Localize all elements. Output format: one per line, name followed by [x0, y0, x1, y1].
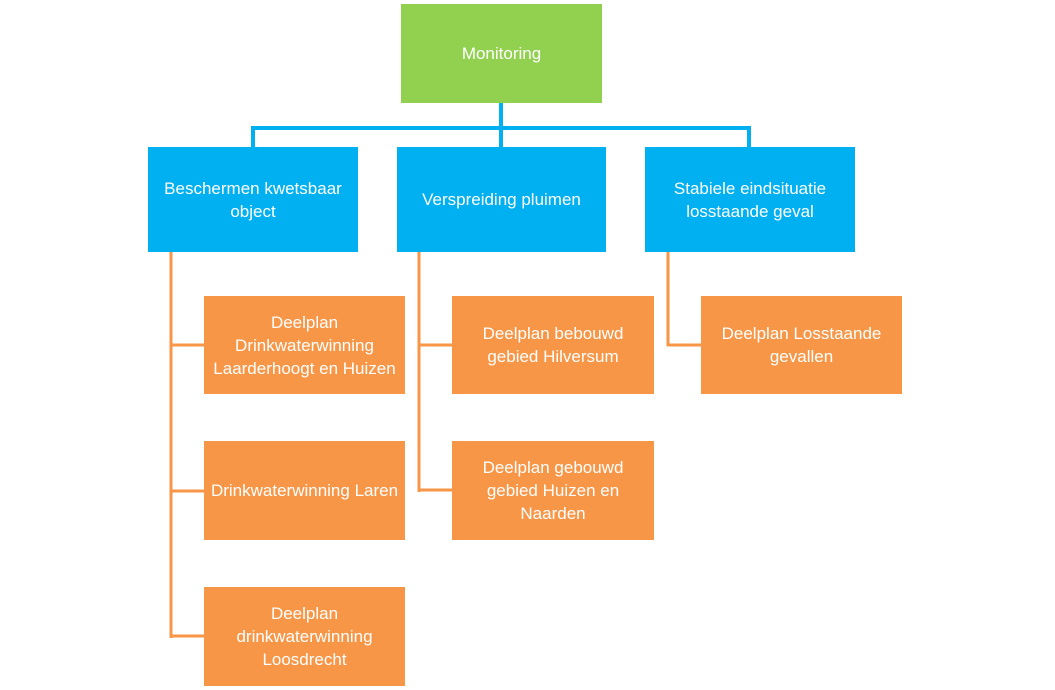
node-stabiele-eindsituatie: Stabiele eindsituatie losstaande geval — [645, 147, 855, 252]
node-label: Monitoring — [461, 44, 542, 63]
node-deelplan-hilversum: Deelplan bebouwd gebied Hilversum — [452, 296, 654, 394]
node-monitoring: Monitoring — [401, 4, 602, 103]
node-label: Deelplan gebouwd gebied Huizen en Naarde… — [482, 458, 624, 523]
node-deelplan-huizen-naarden: Deelplan gebouwd gebied Huizen en Naarde… — [452, 441, 654, 540]
node-label: Deelplan drinkwaterwinning Loosdrecht — [236, 604, 373, 669]
node-label: Verspreiding pluimen — [422, 190, 581, 209]
node-drinkwaterwinning-laren: Drinkwaterwinning Laren — [204, 441, 405, 540]
node-verspreiding-pluimen: Verspreiding pluimen — [397, 147, 606, 252]
node-label: Deelplan Losstaande gevallen — [721, 324, 882, 366]
node-label: Stabiele eindsituatie losstaande geval — [673, 178, 827, 221]
node-label: Beschermen kwetsbaar object — [164, 178, 342, 221]
node-label: Drinkwaterwinning Laren — [210, 481, 399, 500]
node-label: Deelplan Drinkwaterwinning Laarderhoogt … — [213, 312, 396, 378]
node-beschermen-kwetsbaar-object: Beschermen kwetsbaar object — [148, 147, 358, 252]
node-deelplan-losstaande-gevallen: Deelplan Losstaande gevallen — [701, 296, 902, 394]
node-deelplan-laarderhoogt-huizen: Deelplan Drinkwaterwinning Laarderhoogt … — [204, 296, 405, 394]
node-label: Deelplan bebouwd gebied Hilversum — [482, 324, 624, 366]
node-deelplan-loosdrecht: Deelplan drinkwaterwinning Loosdrecht — [204, 587, 405, 686]
